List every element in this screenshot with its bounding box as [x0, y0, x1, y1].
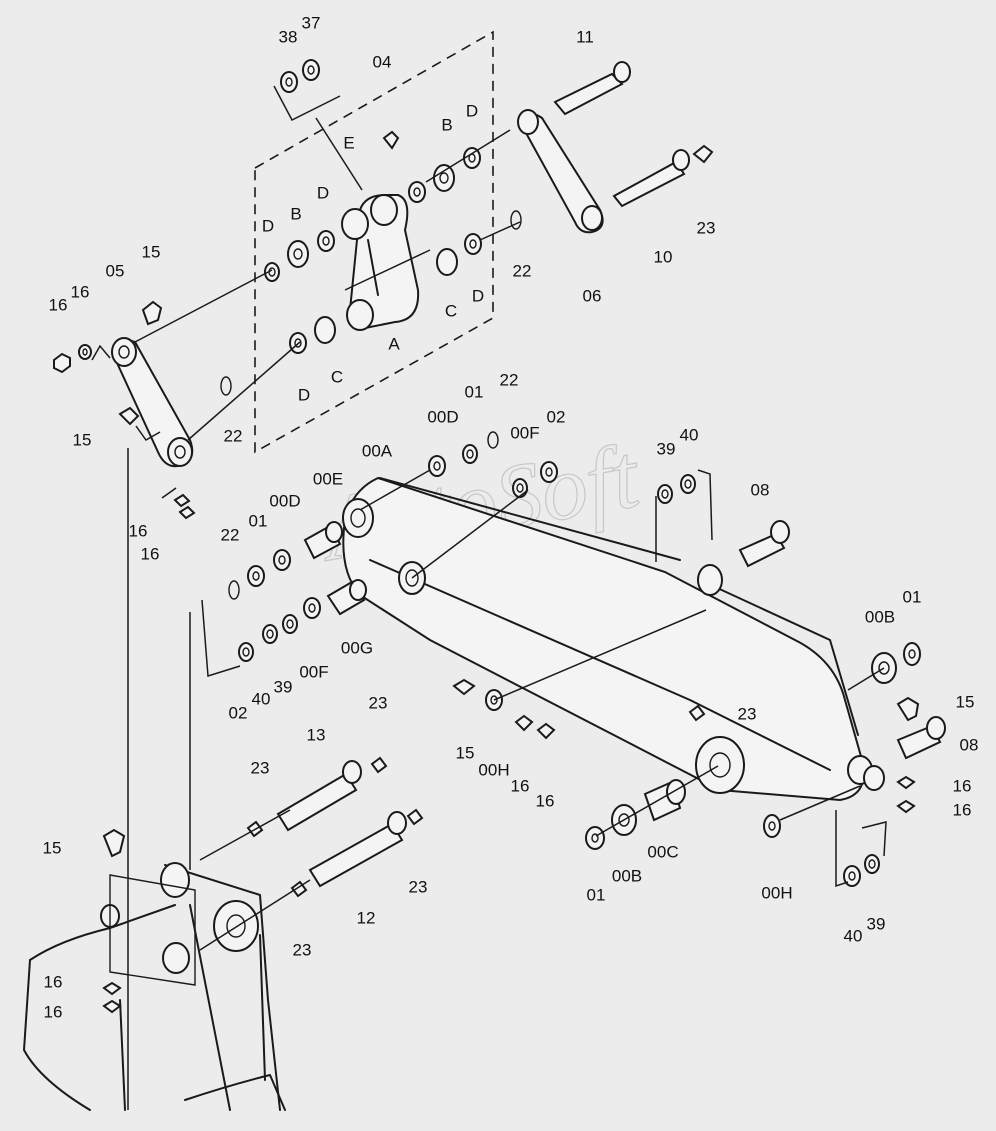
part-callout-label: 06 [583, 286, 602, 305]
part-callout-label: 16 [953, 776, 972, 795]
part-callout-label: 23 [409, 877, 428, 896]
pin-08-lower [896, 716, 946, 760]
part-callout-label: 23 [293, 940, 312, 959]
bushing-00g [326, 579, 367, 616]
part-callout-label: 11 [576, 27, 594, 46]
part-callout-label: 04 [373, 52, 392, 71]
part-callout-label: 13 [307, 725, 326, 744]
part-callout-label: 00G [341, 638, 373, 657]
part-callout-label: 15 [142, 242, 161, 261]
part-callout-label: E [343, 133, 354, 152]
part-callout-label: 16 [536, 791, 555, 810]
part-callout-label: 40 [844, 926, 863, 945]
part-callout-label: D [317, 183, 329, 202]
part-callout-label: 01 [465, 382, 484, 401]
pin-11 [553, 61, 631, 116]
part-callout-label: D [262, 216, 274, 235]
leader-lines [91, 85, 887, 1110]
bushing-c-upper [436, 248, 458, 276]
part-callout-label: 22 [513, 261, 532, 280]
part-callout-label: 00C [647, 842, 678, 861]
shim-22 [220, 210, 522, 600]
part-callout-label: 40 [252, 689, 271, 708]
part-callout-label: 39 [274, 677, 293, 696]
part-callout-label: 16 [49, 295, 68, 314]
part-callout-label: C [331, 367, 343, 386]
part-callout-label: 16 [71, 282, 90, 301]
part-callout-label: 15 [43, 838, 62, 857]
part-callout-label: 22 [221, 525, 240, 544]
part-callout-label: 23 [251, 758, 270, 777]
part-callout-label: 23 [738, 704, 757, 723]
part-callout-label: D [472, 286, 484, 305]
part-callout-label: 16 [141, 544, 160, 563]
part-callout-label: 39 [657, 439, 676, 458]
part-callout-label: 08 [751, 480, 770, 499]
part-callout-label: 23 [369, 693, 388, 712]
bushing-b-upper [433, 164, 455, 192]
part-callout-label: 01 [249, 511, 268, 530]
part-callout-label: 16 [511, 776, 530, 795]
part-callout-label: 16 [44, 972, 63, 991]
part-callout-label: 16 [44, 1002, 63, 1021]
part-callout-label: 15 [73, 430, 92, 449]
part-callout-label: 15 [456, 743, 475, 762]
part-callout-label: 10 [654, 247, 673, 266]
part-callout-label: 00F [510, 423, 539, 442]
part-callout-label: 12 [357, 908, 376, 927]
part-callout-label: 37 [302, 13, 321, 32]
part-callout-label: 00D [427, 407, 458, 426]
arm-assembly [23, 862, 286, 1111]
part-callout-label: 16 [129, 521, 148, 540]
part-callout-label: 05 [106, 261, 125, 280]
part-callout-label: 22 [224, 426, 243, 445]
washer-rings [78, 59, 921, 887]
part-callout-label: 08 [960, 735, 979, 754]
part-callout-label: 15 [956, 692, 975, 711]
part-callout-label: 00B [865, 607, 895, 626]
part-callout-label: A [388, 334, 400, 353]
link-06 [517, 109, 604, 234]
part-callout-label: 00D [269, 491, 300, 510]
bushing-00e [303, 521, 343, 560]
pin-13 [276, 760, 362, 832]
part-callout-label: 00F [299, 662, 328, 681]
part-callout-label: 00E [313, 469, 343, 488]
link-05 [110, 337, 194, 468]
bushing-b-lower [287, 240, 309, 268]
pin-10 [612, 149, 690, 208]
pin-12 [308, 811, 407, 888]
part-callout-label: 22 [500, 370, 519, 389]
part-callout-label: 02 [547, 407, 566, 426]
part-callout-label: 40 [680, 425, 699, 444]
part-callout-label: 00H [761, 883, 792, 902]
part-callout-label: 02 [229, 703, 248, 722]
pin-08-upper [738, 520, 790, 568]
part-callout-label: 01 [903, 587, 922, 606]
bushing-c-lower [314, 316, 336, 344]
part-callout-label: 23 [697, 218, 716, 237]
bushing-00c [643, 779, 686, 822]
part-callout-label: 00A [362, 441, 393, 460]
part-callout-label: 01 [587, 885, 606, 904]
part-callout-label: C [445, 301, 457, 320]
boom-00a [342, 476, 885, 802]
part-callout-label: 39 [867, 914, 886, 933]
part-callout-label: B [290, 204, 301, 223]
part-callout-label: B [441, 115, 452, 134]
link-a [341, 194, 420, 331]
part-callout-label: D [466, 101, 478, 120]
part-callout-label: 00H [478, 760, 509, 779]
part-callout-label: D [298, 385, 310, 404]
part-callout-label: 16 [953, 800, 972, 819]
part-callout-label: 00B [612, 866, 642, 885]
part-callout-label: 38 [279, 27, 298, 46]
link-assembly-04-box [254, 30, 494, 454]
fasteners [53, 130, 920, 1014]
